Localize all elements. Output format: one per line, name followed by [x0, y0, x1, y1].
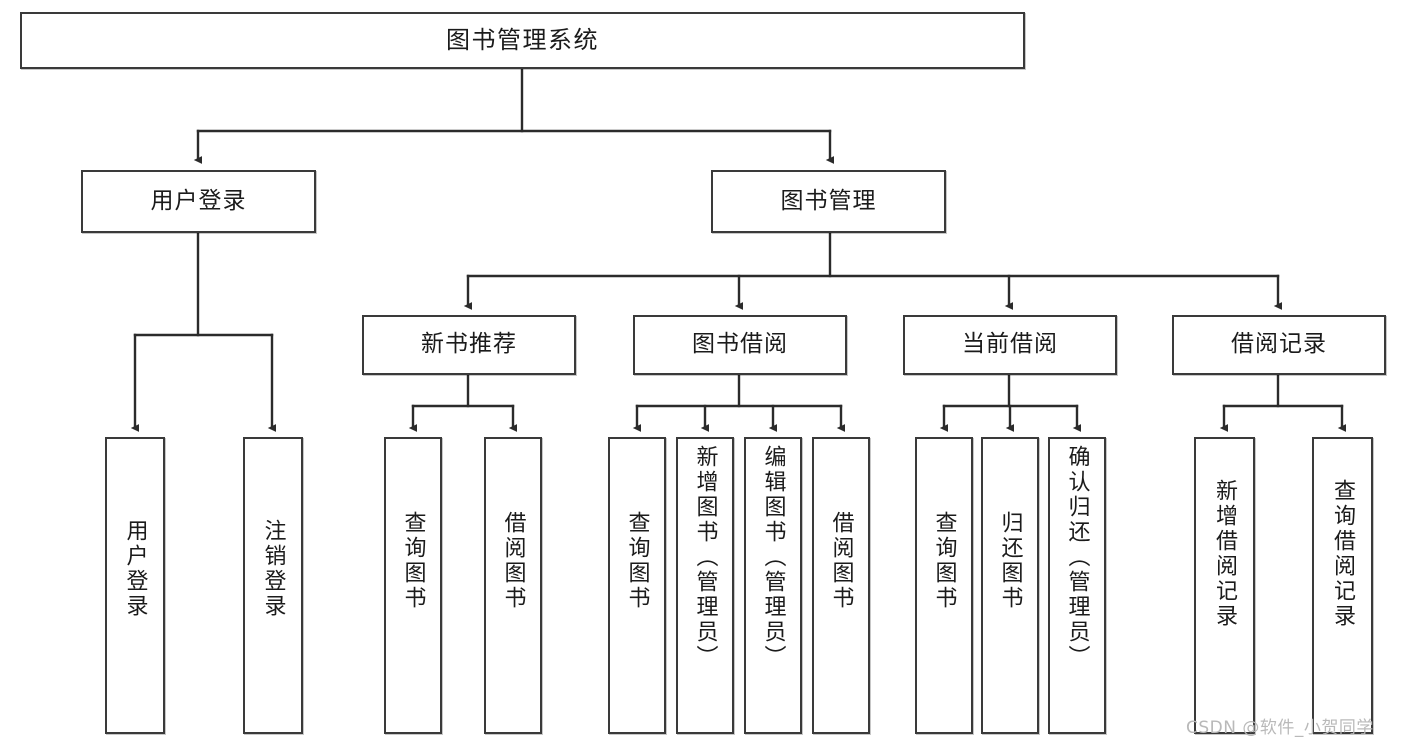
node-label: 借阅图书	[828, 511, 854, 611]
node-label: 查询图书	[931, 511, 957, 611]
leaf-query-book-3[interactable]: 查询图书	[915, 437, 973, 734]
node-label: 新增图书（管理员）	[692, 445, 718, 670]
node-root-book-management-system[interactable]: 图书管理系统	[20, 12, 1025, 69]
leaf-query-book-1[interactable]: 查询图书	[384, 437, 442, 734]
leaf-borrow-book-1[interactable]: 借阅图书	[484, 437, 542, 734]
leaf-add-book[interactable]: 新增图书（管理员）	[676, 437, 734, 734]
leaf-user-login[interactable]: 用户登录	[105, 437, 165, 734]
node-label: 新书推荐	[421, 331, 517, 358]
leaf-query-borrow-record[interactable]: 查询借阅记录	[1312, 437, 1373, 734]
leaf-add-borrow-record[interactable]: 新增借阅记录	[1194, 437, 1255, 734]
leaf-confirm-return[interactable]: 确认归还（管理员）	[1048, 437, 1106, 734]
node-user-login[interactable]: 用户登录	[81, 170, 316, 233]
node-label: 确认归还（管理员）	[1064, 445, 1090, 670]
leaf-logout-login[interactable]: 注销登录	[243, 437, 303, 734]
node-label: 编辑图书（管理员）	[760, 445, 786, 670]
node-label: 图书管理系统	[446, 26, 599, 55]
node-label: 借阅记录	[1231, 331, 1327, 358]
node-label: 图书管理	[780, 187, 877, 214]
node-label: 注销登录	[260, 519, 286, 619]
node-borrow-record[interactable]: 借阅记录	[1172, 315, 1386, 375]
node-label: 查询图书	[400, 511, 426, 611]
node-new-book-recommend[interactable]: 新书推荐	[362, 315, 576, 375]
node-label: 图书借阅	[692, 331, 788, 358]
node-label: 借阅图书	[500, 511, 526, 611]
node-book-borrow[interactable]: 图书借阅	[633, 315, 847, 375]
leaf-edit-book[interactable]: 编辑图书（管理员）	[744, 437, 802, 734]
node-current-borrow[interactable]: 当前借阅	[903, 315, 1117, 375]
leaf-query-book-2[interactable]: 查询图书	[608, 437, 666, 734]
node-label: 归还图书	[997, 511, 1023, 611]
node-label: 查询图书	[624, 511, 650, 611]
node-label: 用户登录	[150, 187, 247, 214]
leaf-borrow-book-2[interactable]: 借阅图书	[812, 437, 870, 734]
node-label: 新增借阅记录	[1212, 479, 1238, 629]
node-book-management[interactable]: 图书管理	[711, 170, 946, 233]
csdn-watermark: CSDN @软件_小贺同学	[1186, 718, 1374, 738]
node-label: 当前借阅	[962, 331, 1058, 358]
node-label: 用户登录	[122, 519, 148, 619]
node-label: 查询借阅记录	[1330, 479, 1356, 629]
leaf-return-book[interactable]: 归还图书	[981, 437, 1039, 734]
